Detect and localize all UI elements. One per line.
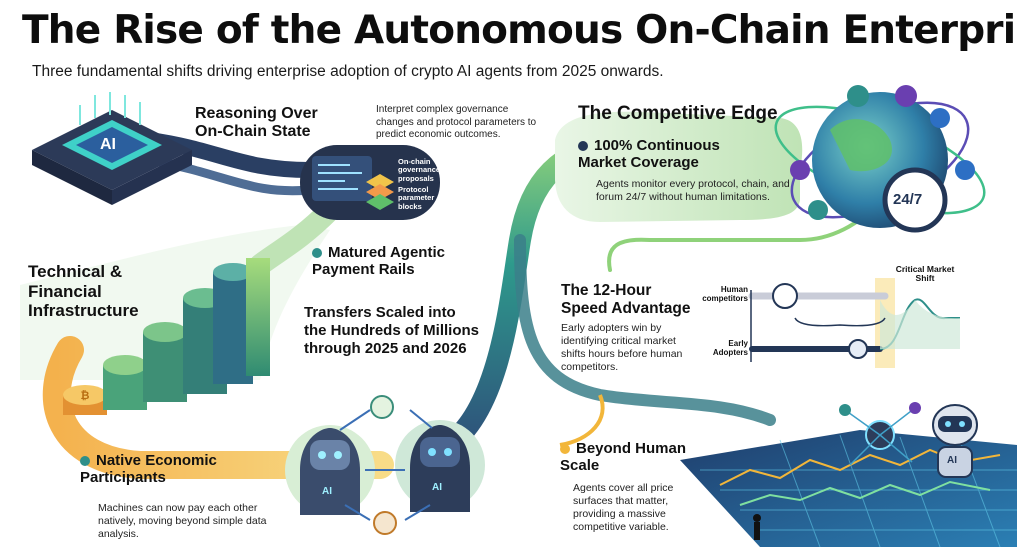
svg-text:₿: ₿ [81,390,90,402]
speed-chart [748,278,960,368]
bullet-dot [80,456,90,467]
bullet-dot [560,444,570,455]
reasoning-title: Reasoning Over On-Chain State [195,105,318,141]
coverage-title-text: 100% Continuous Market Coverage [578,137,720,172]
ai-chip-icon [32,92,192,205]
transfers-title: Transfers Scaled into the Hundreds of Mi… [304,304,479,357]
beyond-desc: Agents cover all price surfaces that mat… [573,482,674,534]
coin-stack-icon: ₿ [63,258,270,415]
chart-label-critical: Critical Market Shift [895,264,955,284]
chart-label-human: Human competitors [702,285,748,303]
page-title: The Rise of the Autonomous On-Chain Ente… [22,8,1017,53]
native-title: Native Economic Participants [80,452,250,487]
robot-badge: AI [947,455,957,466]
data-screen-icon [300,145,440,220]
robot-badge: AI [322,486,332,497]
stopwatch-icon [772,283,798,309]
robot-icon [395,420,485,512]
chip-label: AI [100,136,116,153]
beyond-title: Beyond Human Scale [560,440,690,475]
native-title-text: Native Economic Participants [80,452,217,487]
brain-icon [373,511,397,535]
globe-icon [774,85,986,228]
clock-label: 24/7 [893,191,923,208]
beyond-title-text: Beyond Human Scale [560,440,687,475]
reasoning-desc: Interpret complex governance changes and… [376,104,537,140]
robot-badge: AI [432,482,442,493]
screen-label-proposals: On-chain governance proposals [398,157,441,183]
clock-icon [882,167,948,233]
person-icon [753,514,761,540]
bullet-dot [312,248,322,259]
robot-icon [285,425,375,515]
edge-title: The Competitive Edge [578,103,778,124]
brain-icon [370,395,394,419]
rails-title-text: Matured Agentic Payment Rails [312,244,445,279]
screen-label-parameters: Protocol parameter blocks [398,185,435,211]
market-grid [680,402,1017,547]
native-desc: Machines can now pay each other natively… [98,502,267,541]
speed-desc: Early adopters win by identifying critic… [561,322,683,374]
chart-label-early: Early Adopters [712,339,748,357]
coverage-title: 100% Continuous Market Coverage [578,137,748,172]
infra-title: Technical & Financial Infrastructure [28,262,139,321]
robot-icon [932,404,978,478]
rails-title: Matured Agentic Payment Rails [312,244,462,279]
coverage-desc: Agents monitor every protocol, chain, an… [596,178,790,204]
speed-title: The 12-Hour Speed Advantage [561,282,691,317]
page-subtitle: Three fundamental shifts driving enterpr… [32,63,664,80]
bullet-dot [578,141,588,152]
